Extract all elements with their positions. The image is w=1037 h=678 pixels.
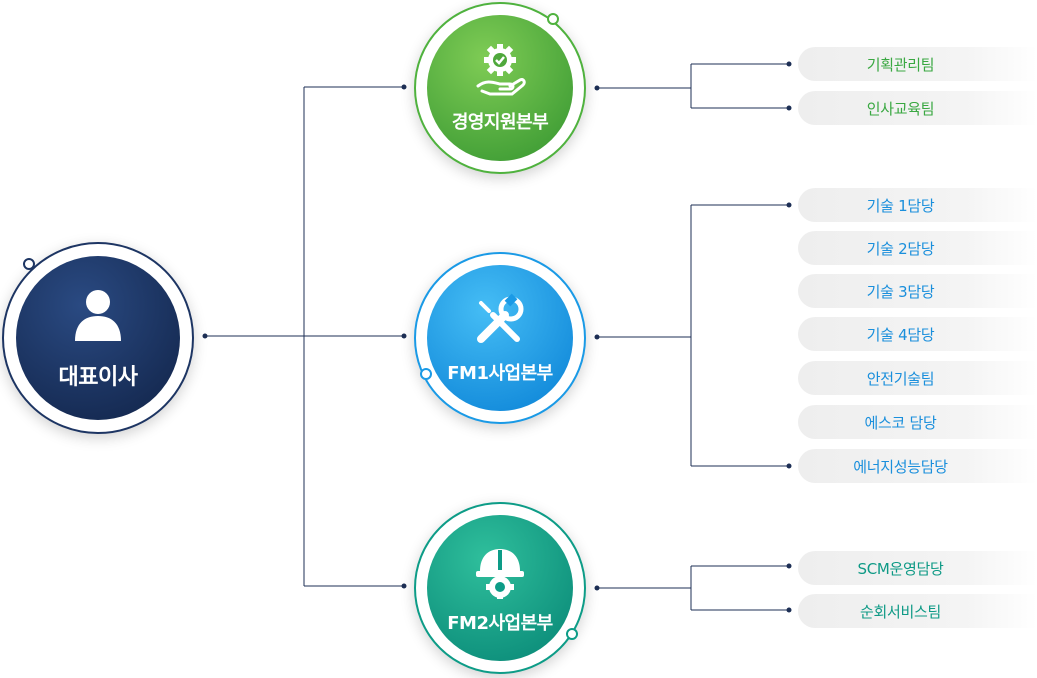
team-item: 인사교육팀 [798, 91, 1037, 125]
division-2-disc: FM1사업본부 [427, 265, 573, 411]
division-3-label: FM2사업본부 [447, 613, 553, 634]
team-item: 순회서비스팀 [798, 594, 1037, 628]
team-item: 기술 2담당 [798, 231, 1037, 265]
division-node-fm2: FM2사업본부 [414, 500, 594, 678]
division-1-disc: 경영지원본부 [427, 15, 573, 161]
division-1-label: 경영지원본부 [451, 112, 549, 133]
team-item: 기술 4담당 [798, 317, 1037, 351]
team-item: SCM운영담당 [798, 551, 1037, 585]
ceo-accent-dot [23, 258, 35, 270]
person-icon [69, 285, 127, 347]
team-item: 기술 3담당 [798, 274, 1037, 308]
division-2-label: FM1사업본부 [447, 363, 553, 384]
hardhat-gear-icon [470, 541, 530, 603]
division-node-fm1: FM1사업본부 [414, 250, 594, 426]
team-item: 기획관리팀 [798, 47, 1037, 81]
team-item: 안전기술팀 [798, 361, 1037, 395]
division-node-management-support: 경영지원본부 [414, 0, 594, 176]
ceo-label: 대표이사 [58, 365, 138, 390]
wrench-screwdriver-icon [471, 291, 529, 353]
division-3-accent-dot [566, 628, 578, 640]
team-item: 기술 1담당 [798, 188, 1037, 222]
division-1-accent-dot [547, 13, 559, 25]
division-3-disc: FM2사업본부 [427, 515, 573, 661]
division-2-accent-dot [420, 368, 432, 380]
ceo-node-disc: 대표이사 [16, 256, 180, 420]
ceo-node: 대표이사 [2, 242, 198, 438]
team-item: 에너지성능담당 [798, 449, 1037, 483]
gear-check-hand-icon [470, 42, 530, 102]
team-item: 에스코 담당 [798, 405, 1037, 439]
